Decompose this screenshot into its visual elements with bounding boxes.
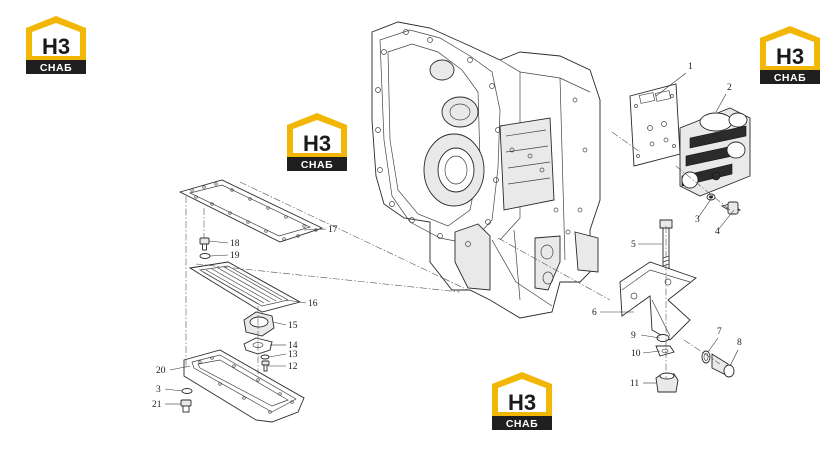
washer-part-19	[199, 253, 211, 259]
leader-lines	[164, 72, 739, 405]
part-number-label-18: 18	[230, 239, 240, 249]
bolt-part-12	[261, 360, 270, 372]
logo-inner-panel	[293, 120, 341, 153]
assembly-centerlines	[185, 131, 731, 378]
part-number-label-2: 2	[727, 83, 732, 93]
part-number-label-15: 15	[288, 321, 298, 331]
logo-letters: H3	[776, 44, 804, 69]
logo-caption: CHAБ	[40, 62, 72, 74]
oil-pan-part-20	[183, 349, 305, 423]
strainer-screen-part-16	[188, 261, 302, 313]
flange-part-15	[243, 311, 275, 337]
valve-plate-part-1	[629, 83, 681, 167]
part-number-label-6: 6	[592, 308, 597, 318]
logo-inner-panel	[766, 33, 814, 66]
part-number-label-17: 17	[328, 225, 338, 235]
part-number-label-7: 7	[717, 327, 722, 337]
part-number-label-12: 12	[288, 362, 298, 372]
logo-letters: H3	[303, 131, 331, 156]
part-number-label-20: 20	[156, 366, 166, 376]
washer-part-3-right	[706, 193, 716, 201]
nut-part-11	[655, 372, 679, 393]
bolt-part-18	[199, 237, 210, 251]
part-number-label-14: 14	[288, 341, 298, 351]
logo-inner-panel	[32, 23, 80, 56]
part-number-label-16: 16	[308, 299, 318, 309]
washer-part-13	[260, 354, 270, 360]
logo-caption-bar	[26, 60, 86, 74]
washer-part-10	[655, 345, 675, 357]
part-number-label-8: 8	[737, 338, 742, 348]
part-number-label-3: 3	[695, 215, 700, 225]
part-number-label-9: 9	[631, 331, 636, 341]
drain-plug-part-21	[180, 399, 192, 413]
bolt-part-4	[720, 201, 742, 215]
part-number-label-10: 10	[631, 349, 641, 359]
part-number-label-3: 3	[156, 385, 161, 395]
mounting-bracket-part-6	[619, 261, 697, 341]
washer-part-3-left	[181, 388, 193, 394]
transmission-housing	[371, 21, 601, 319]
valve-block-part-2	[679, 107, 751, 197]
part-number-label-4: 4	[715, 227, 720, 237]
logo-caption-bar	[760, 70, 820, 84]
logo-caption: CHAБ	[774, 72, 806, 84]
logo-caption-bar	[287, 157, 347, 171]
part-number-label-13: 13	[288, 350, 298, 360]
logo-caption-bar	[492, 416, 552, 430]
logo-letters: H3	[42, 34, 70, 59]
logo-inner-panel	[498, 379, 546, 412]
logo-letters: H3	[508, 390, 536, 415]
part-number-label-1: 1	[688, 62, 693, 72]
part-number-label-21: 21	[152, 400, 162, 410]
part-number-label-19: 19	[230, 251, 240, 261]
part-number-label-11: 11	[630, 379, 639, 389]
seal-ring-part-7	[701, 350, 711, 364]
logo-caption: CHAБ	[301, 159, 333, 171]
gasket-part-17	[178, 179, 324, 243]
part-number-label-5: 5	[631, 240, 636, 250]
drain-plug-part-8	[711, 353, 735, 378]
logo-caption: CHAБ	[506, 418, 538, 430]
